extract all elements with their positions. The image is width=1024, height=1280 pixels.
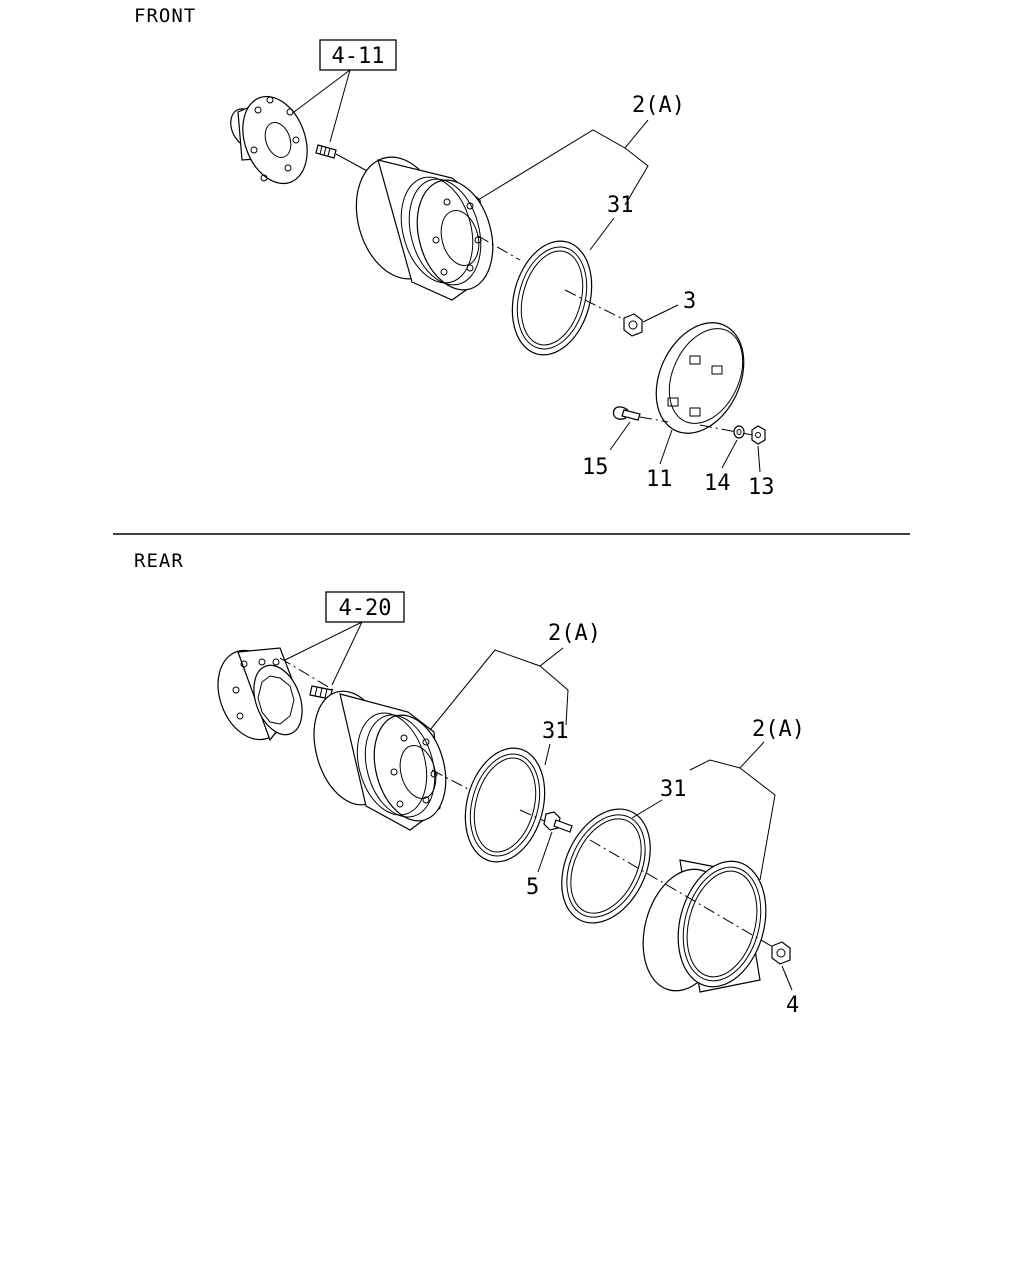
front-hub	[230, 95, 308, 185]
front-washer-label: 14	[704, 471, 731, 496]
front-section-title: FRONT	[134, 5, 196, 27]
front-cover	[655, 322, 745, 434]
rear-bolt	[543, 811, 573, 833]
front-ref-label: 4-11	[332, 44, 385, 69]
front-wheel-disc	[355, 156, 494, 301]
rear-hub	[217, 647, 303, 742]
front-small-nut-label: 13	[748, 475, 775, 500]
front-clip-bolt	[612, 406, 641, 421]
rear-inner-wheel	[313, 690, 447, 831]
rear-ref-label: 4-20	[339, 596, 392, 621]
rear-bolt-label: 5	[526, 875, 539, 900]
rear-outer-wheel-label: 2(A)	[752, 717, 805, 742]
rear-outer-wheel	[642, 859, 767, 993]
rear-stud	[309, 685, 333, 700]
front-clip-bolt-label: 15	[582, 455, 609, 480]
front-cover-label: 11	[646, 467, 673, 492]
rear-nut-label: 4	[786, 993, 799, 1018]
rear-inner-ring	[464, 747, 546, 863]
rear-nut	[771, 941, 791, 965]
rear-section-title: REAR	[134, 550, 184, 572]
rear-ref-box[interactable]: 4-20	[325, 591, 405, 623]
front-stud	[315, 144, 337, 159]
front-nut	[623, 313, 643, 337]
rear-inner-wheel-label: 2(A)	[548, 621, 601, 646]
front-rim-ring-label: 31	[607, 193, 634, 218]
rear-outer-ring	[561, 808, 651, 924]
rear-outer-ring-label: 31	[660, 777, 687, 802]
front-rim-ring	[511, 240, 593, 356]
front-wheel-assembly-label: 2(A)	[632, 93, 685, 118]
front-washer	[733, 425, 745, 439]
front-small-nut	[751, 425, 766, 445]
front-ref-box[interactable]: 4-11	[319, 39, 397, 71]
front-nut-label: 3	[683, 289, 696, 314]
rear-inner-ring-label: 31	[542, 719, 569, 744]
